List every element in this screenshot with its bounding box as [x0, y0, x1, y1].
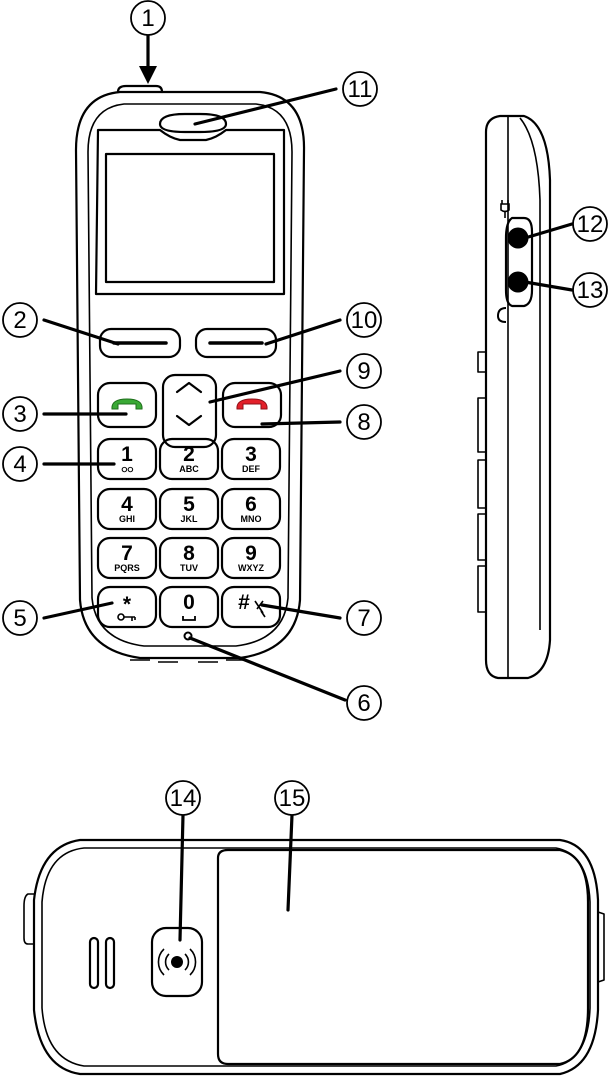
end-call-key — [223, 383, 281, 427]
call-key — [98, 383, 156, 427]
key-digit: 1 — [121, 443, 133, 466]
key-letters: PQRS — [114, 563, 140, 573]
navigation-key — [163, 375, 216, 447]
callout-number: 7 — [357, 605, 370, 632]
key-digit: 0 — [183, 591, 195, 614]
key-digit: 9 — [245, 542, 257, 565]
callout-number: 12 — [577, 211, 604, 238]
key-digit: * — [123, 593, 132, 616]
callout-number: 15 — [279, 785, 306, 812]
callout-number: 5 — [13, 605, 26, 632]
key-digit: # — [238, 591, 250, 614]
phone-back — [24, 840, 604, 1074]
callout-7: 7 — [347, 601, 381, 635]
callout-number: 3 — [13, 401, 26, 428]
key-digit: 6 — [245, 493, 257, 516]
key-digit: 5 — [183, 493, 195, 516]
screen — [106, 154, 274, 282]
key-letters: DEF — [242, 464, 261, 474]
key-letters: TUV — [180, 563, 198, 573]
callout-5: 5 — [3, 601, 37, 635]
callout-3: 3 — [3, 397, 37, 431]
headset-icon — [498, 308, 506, 322]
callout-4: 4 — [3, 447, 37, 481]
callout-number: 9 — [357, 358, 370, 385]
callout-2: 2 — [3, 303, 37, 337]
speaker-slot — [106, 938, 114, 988]
battery-cover — [218, 850, 588, 1064]
callout-13: 13 — [573, 273, 607, 307]
emergency-icon — [158, 949, 195, 975]
callout-number: 1 — [141, 5, 154, 32]
key-letters: ABC — [179, 464, 199, 474]
key-letters: GHI — [119, 514, 135, 524]
call-icon — [112, 399, 142, 409]
callout-number: 11 — [348, 76, 373, 103]
callout-number: 8 — [357, 409, 370, 436]
callout-11: 11 — [343, 72, 377, 106]
callout-9: 9 — [347, 354, 381, 388]
key-letters: MNO — [241, 514, 262, 524]
key-digit: 8 — [183, 542, 195, 565]
callout-10: 10 — [347, 303, 381, 337]
key-star: * — [98, 587, 156, 627]
key-1: 1ഠഠ — [98, 439, 156, 479]
phone-side — [478, 116, 550, 678]
callout-8: 8 — [347, 405, 381, 439]
key-digit: 7 — [121, 542, 133, 565]
callout-14: 14 — [166, 781, 200, 815]
callout-number: 13 — [577, 277, 604, 304]
key-letters: WXYZ — [238, 563, 265, 573]
silent-icon — [255, 601, 265, 617]
end-call-icon — [237, 399, 267, 409]
callout-15: 15 — [275, 781, 309, 815]
chevron-down-icon — [177, 416, 201, 425]
callout-1: 1 — [131, 1, 165, 35]
key-digit: 3 — [245, 443, 257, 466]
callout-number: 4 — [13, 451, 26, 478]
callout-number: 2 — [13, 307, 26, 334]
callout-number: 6 — [357, 690, 370, 717]
callout-12: 12 — [573, 207, 607, 241]
callout-number: 10 — [351, 307, 378, 334]
speaker-slot — [90, 938, 98, 988]
chevron-up-icon — [177, 383, 201, 392]
key-letters: ഠഠ — [121, 464, 134, 474]
key-digit: 2 — [183, 443, 195, 466]
space-icon — [183, 616, 195, 620]
callout-6: 6 — [347, 686, 381, 720]
key-letters: JKL — [180, 514, 198, 524]
earpiece — [160, 114, 226, 132]
key-digit: 4 — [121, 493, 133, 516]
callout-number: 14 — [170, 785, 197, 812]
key-0: 0 — [160, 587, 218, 627]
